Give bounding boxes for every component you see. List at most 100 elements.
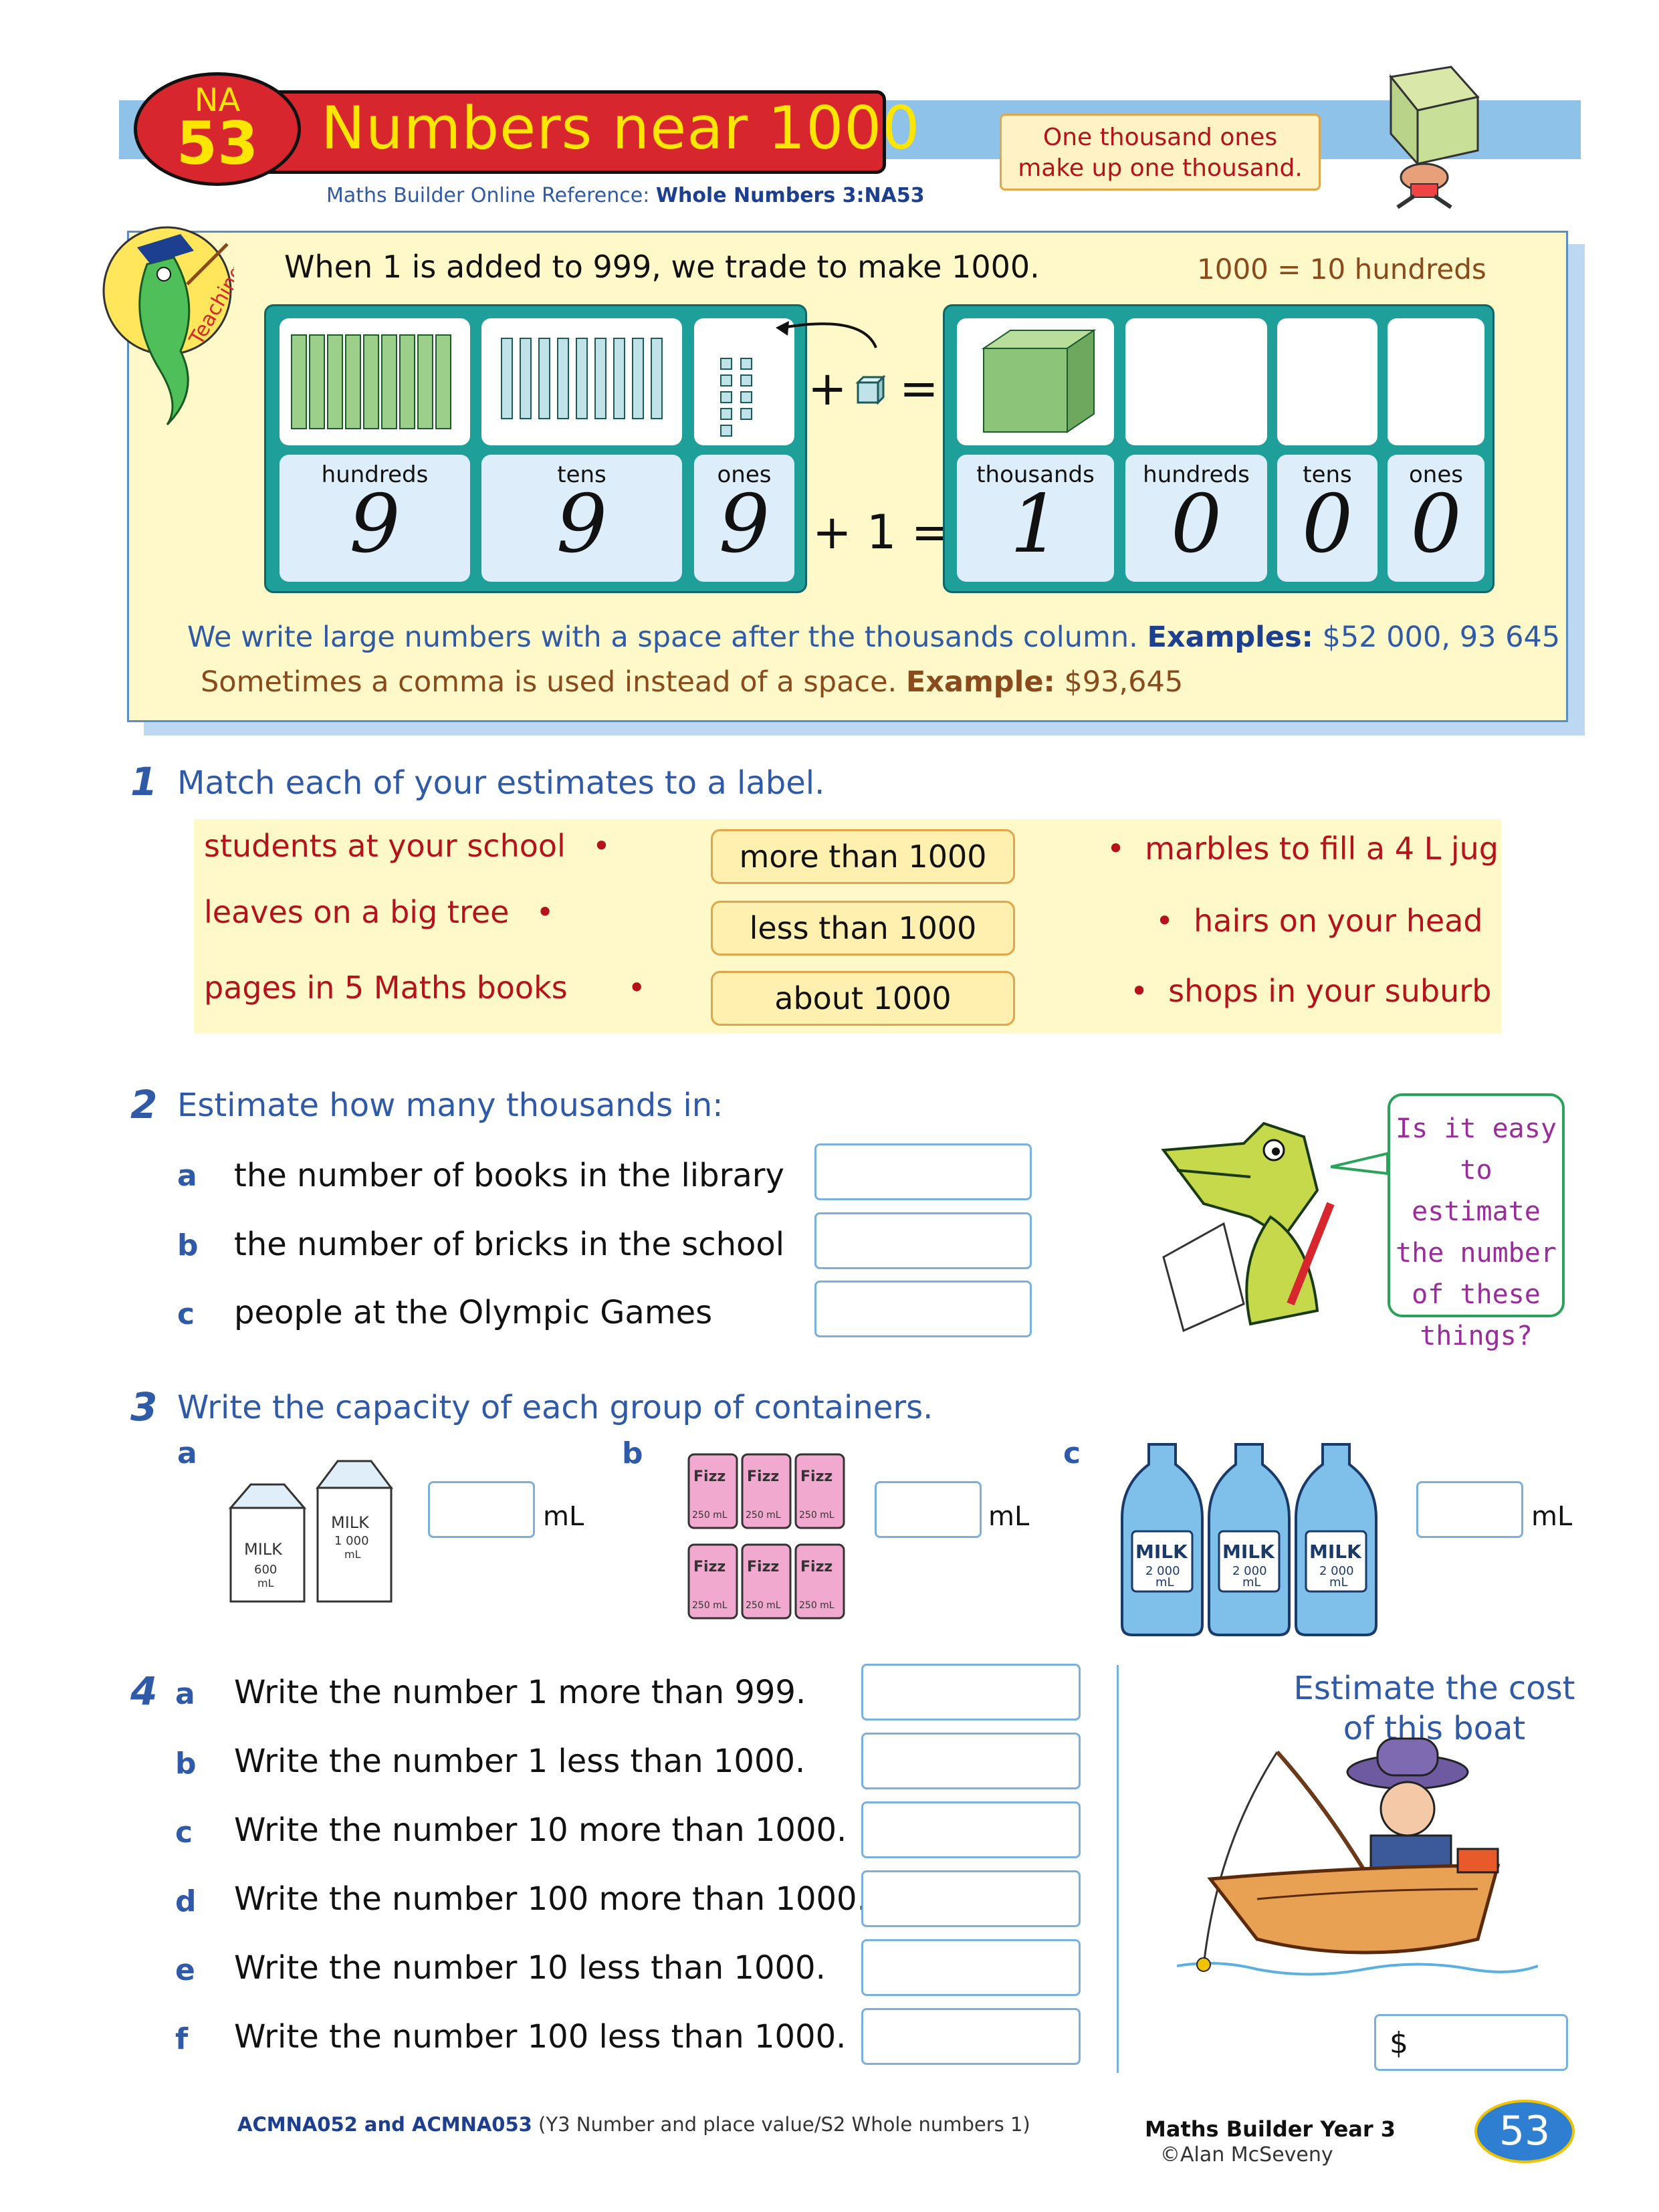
svg-text:250 mL: 250 mL — [799, 1510, 835, 1521]
svg-text:250 mL: 250 mL — [692, 1510, 728, 1521]
strongman-cube-illustration — [1389, 66, 1480, 209]
q2c-answer-input[interactable] — [814, 1281, 1032, 1337]
right-item-marbles[interactable]: •marbles to fill a 4 L jug — [1107, 831, 1499, 867]
q4b-answer-input[interactable] — [861, 1733, 1081, 1789]
q2-item-a: the number of books in the library — [234, 1157, 784, 1194]
plus-sign: + — [808, 361, 847, 416]
q4-letter-a: a — [175, 1677, 195, 1711]
q4-item-b: Write the number 1 less than 1000. — [234, 1743, 806, 1780]
q3-letter-c: c — [1063, 1436, 1081, 1470]
right-ones-column: ones 0 — [1388, 455, 1484, 582]
online-reference: Maths Builder Online Reference: Whole Nu… — [326, 184, 925, 207]
svg-text:Fizz: Fizz — [747, 1468, 779, 1485]
match-dot[interactable]: • — [1155, 903, 1174, 939]
q4-letter-b: b — [175, 1747, 197, 1781]
title-box — [201, 90, 886, 174]
svg-text:2 000: 2 000 — [1232, 1564, 1267, 1578]
svg-text:2 000: 2 000 — [1145, 1564, 1180, 1578]
match-dot[interactable]: • — [627, 970, 646, 1006]
thousand-cube-cell — [957, 318, 1114, 445]
svg-text:250 mL: 250 mL — [692, 1600, 728, 1611]
left-item-pages[interactable]: pages in 5 Maths books• — [204, 970, 646, 1006]
right-hundreds-column: hundreds 0 — [1125, 455, 1267, 582]
right-item-shops[interactable]: •shops in your suburb — [1130, 973, 1492, 1009]
milk-cartons-illustration: MILK 600 mL MILK 1 000 mL — [228, 1460, 393, 1603]
svg-text:1 000: 1 000 — [334, 1534, 369, 1548]
q4-letter-f: f — [175, 2022, 189, 2056]
right-item-hairs[interactable]: •hairs on your head — [1155, 903, 1483, 939]
svg-text:mL: mL — [344, 1548, 361, 1561]
q4-letter-c: c — [175, 1815, 193, 1850]
q3a-answer-input[interactable] — [428, 1481, 535, 1538]
q4-letter-d: d — [175, 1884, 197, 1918]
page-number: 53 — [1474, 2100, 1575, 2163]
q2-item-c: people at the Olympic Games — [234, 1294, 713, 1331]
svg-text:2 000: 2 000 — [1319, 1564, 1354, 1578]
q4f-answer-input[interactable] — [861, 2008, 1081, 2065]
trade-arrow-icon — [776, 321, 877, 348]
badge-number: 53 — [176, 109, 259, 178]
question-1-number: 1 — [130, 759, 158, 804]
crocodile-illustration — [1161, 1121, 1335, 1333]
left-ones-column: ones 9 — [694, 455, 794, 582]
tens-rods-icon — [501, 338, 663, 419]
match-dot[interactable]: • — [1107, 831, 1125, 867]
hundreds-blocks-icon — [291, 334, 451, 429]
column-divider — [1117, 1665, 1119, 2073]
tens-rods-cell — [481, 318, 682, 445]
svg-text:mL: mL — [1329, 1575, 1348, 1589]
svg-text:mL: mL — [1242, 1575, 1261, 1589]
q3a-unit: mL — [543, 1501, 584, 1532]
q3c-answer-input[interactable] — [1416, 1481, 1523, 1538]
q2b-answer-input[interactable] — [814, 1212, 1032, 1269]
left-item-students[interactable]: students at your school• — [204, 828, 611, 864]
ones-cubes-cell — [694, 318, 794, 445]
q4d-answer-input[interactable] — [861, 1870, 1081, 1927]
crocodile-speech-bubble: Is it easy to estimate the number of the… — [1388, 1093, 1565, 1351]
label-more-than-1000[interactable]: more than 1000 — [711, 829, 1015, 884]
svg-text:Fizz: Fizz — [693, 1468, 726, 1485]
left-item-leaves[interactable]: leaves on a big tree• — [204, 894, 554, 930]
svg-text:MILK: MILK — [1222, 1541, 1275, 1563]
single-cube-icon — [855, 374, 886, 405]
comma-rule: Sometimes a comma is used instead of a s… — [201, 665, 1184, 699]
teaching-intro: When 1 is added to 999, we trade to make… — [284, 249, 1040, 285]
q4e-answer-input[interactable] — [861, 1939, 1081, 1996]
q3b-answer-input[interactable] — [875, 1481, 982, 1538]
right-place-value-board: thousands 1 hundreds 0 tens 0 ones 0 — [943, 304, 1495, 593]
q3-letter-a: a — [177, 1436, 197, 1470]
right-thousands-column: thousands 1 — [957, 455, 1114, 582]
q2-item-b: the number of bricks in the school — [234, 1226, 785, 1263]
svg-text:Fizz: Fizz — [800, 1559, 833, 1575]
right-tens-column: tens 0 — [1277, 455, 1377, 582]
equals-sign: = — [899, 361, 939, 416]
q2a-answer-input[interactable] — [814, 1143, 1032, 1200]
svg-text:Fizz: Fizz — [747, 1559, 779, 1575]
q3-letter-b: b — [622, 1436, 643, 1470]
label-about-1000[interactable]: about 1000 — [711, 971, 1015, 1026]
boat-caption: Estimate the cost of this boat — [1293, 1670, 1575, 1747]
ones-cubes-icon — [720, 358, 752, 437]
svg-text:mL: mL — [1155, 1575, 1174, 1589]
boat-cost-input[interactable]: $ — [1374, 2014, 1568, 2071]
q2-letter-a: a — [177, 1159, 197, 1193]
match-dot[interactable]: • — [592, 828, 611, 864]
q4a-answer-input[interactable] — [861, 1664, 1081, 1721]
q4c-answer-input[interactable] — [861, 1801, 1081, 1858]
dollar-sign: $ — [1390, 2026, 1408, 2060]
empty-tens-cell — [1277, 318, 1377, 445]
svg-text:MILK: MILK — [1309, 1541, 1362, 1563]
left-hundreds-column: hundreds 9 — [280, 455, 470, 582]
match-dot[interactable]: • — [1130, 973, 1149, 1009]
empty-ones-cell — [1388, 318, 1484, 445]
thousand-cube-icon — [981, 329, 1097, 433]
hundreds-blocks-cell — [280, 318, 470, 445]
label-less-than-1000[interactable]: less than 1000 — [711, 901, 1015, 956]
question-3-text: Write the capacity of each group of cont… — [177, 1389, 933, 1426]
fisherman-boat-illustration — [1177, 1737, 1538, 1976]
match-dot[interactable]: • — [536, 894, 554, 930]
q4-item-f: Write the number 100 less than 1000. — [234, 2018, 847, 2056]
svg-text:MILK: MILK — [331, 1513, 370, 1532]
